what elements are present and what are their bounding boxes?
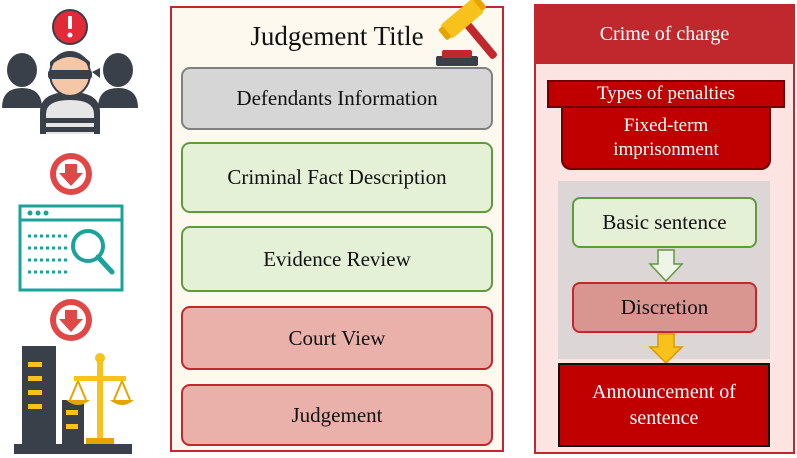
gavel-icon	[436, 0, 497, 66]
process-icons	[2, 9, 138, 454]
crime-of-charge-header: Crime of charge	[534, 4, 795, 64]
section-defendants-information: Defendants Information	[181, 67, 493, 130]
penalty-value: Fixed-term imprisonment	[561, 108, 771, 170]
flow-arrow-green	[648, 249, 684, 283]
basic-sentence-box: Basic sentence	[572, 197, 757, 248]
flow-arrow-yellow	[648, 333, 684, 365]
penalty-types-label: Types of penalties	[547, 80, 785, 108]
defendants-icon	[2, 9, 138, 134]
arrow-down-icon	[50, 153, 92, 195]
section-criminal-fact-description: Criminal Fact Description	[181, 142, 493, 213]
judgement-title: Judgement Title	[250, 20, 424, 51]
announcement-of-sentence-box: Announcement of sentence	[558, 363, 770, 447]
document-search-icon	[18, 204, 124, 292]
section-evidence-review: Evidence Review	[181, 226, 493, 292]
discretion-box: Discretion	[572, 282, 757, 333]
arrow-down-icon	[50, 299, 92, 341]
section-judgement: Judgement	[181, 384, 493, 446]
section-court-view: Court View	[181, 306, 493, 370]
court-justice-icon	[14, 346, 134, 454]
